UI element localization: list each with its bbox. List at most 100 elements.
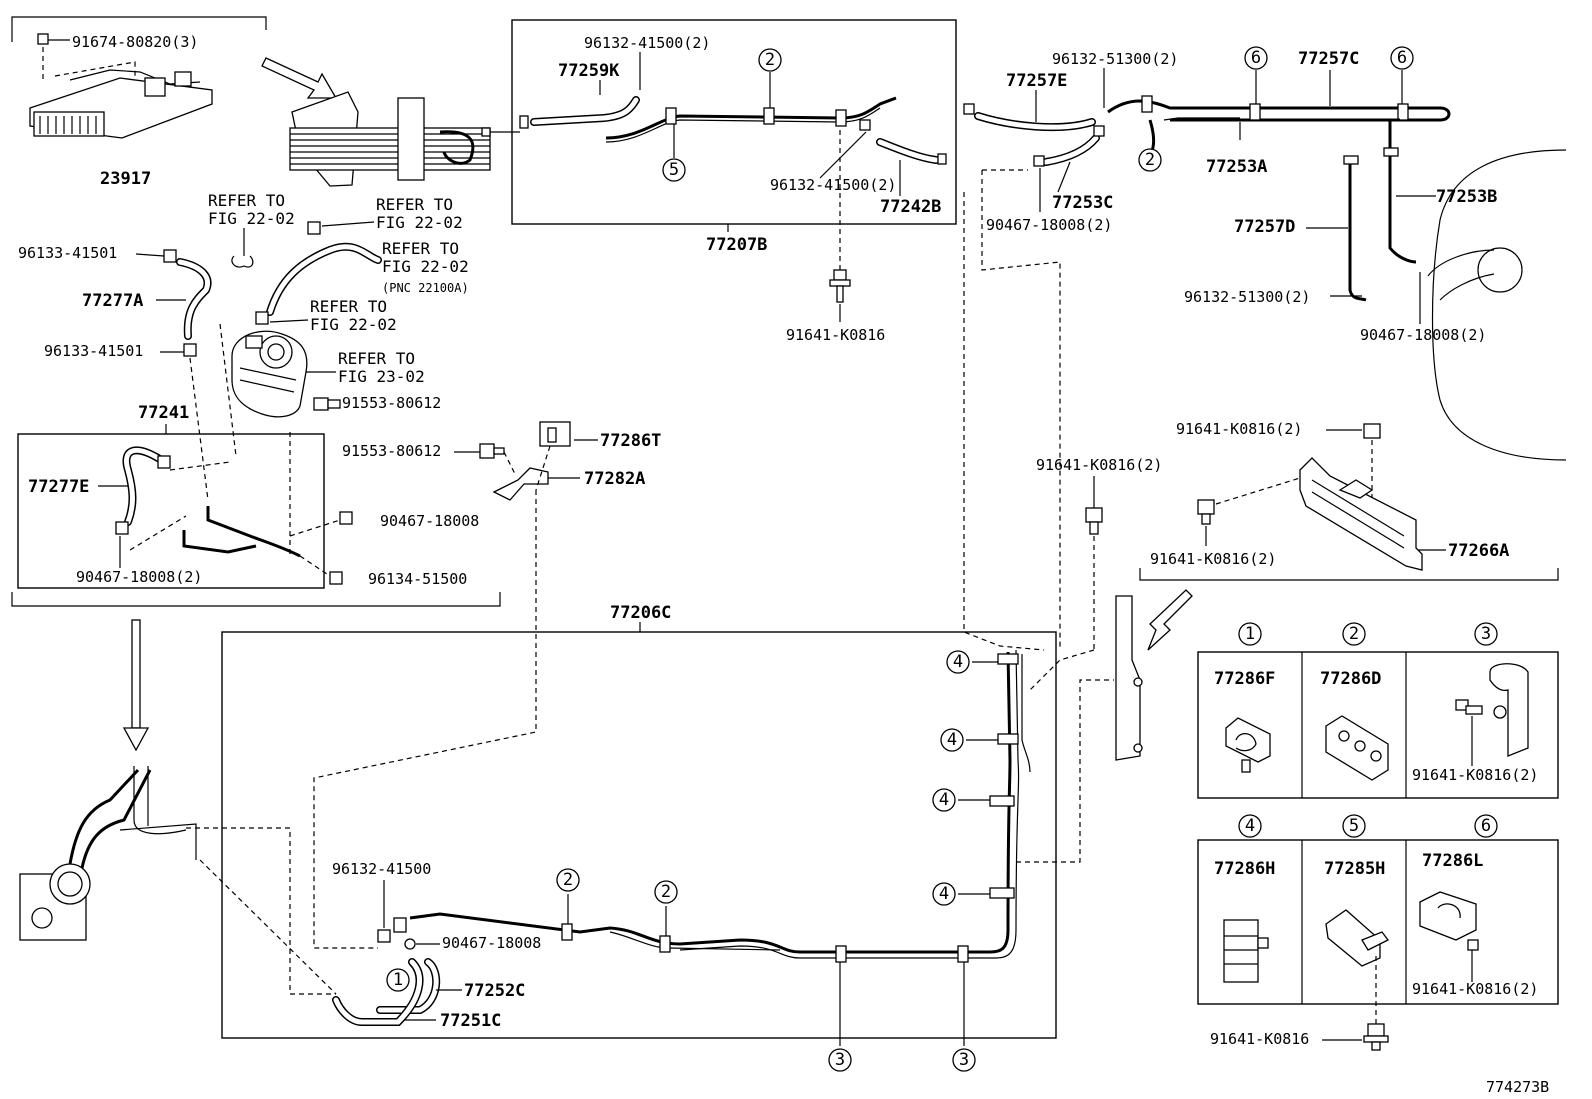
clip-icon (989, 887, 1015, 899)
part-label-91641-K0816-2-a: 91641-K0816(2) (1036, 456, 1162, 474)
legend-part-1: 77286F (1214, 669, 1275, 689)
refer-3-line2: FIG 22-02 (382, 257, 469, 276)
clip-icon (307, 221, 321, 235)
clip-icon (163, 249, 177, 263)
hose-icon (266, 242, 382, 316)
hose-icon (122, 446, 162, 526)
part-label-77206C: 77206C (610, 603, 671, 623)
part-label-77257D: 77257D (1234, 217, 1295, 237)
part-label-96132-51300-2-top: 96132-51300(2) (1052, 50, 1178, 68)
part-label-77257E: 77257E (1006, 71, 1067, 91)
hose-icon (332, 958, 441, 1026)
bolt-icon (37, 33, 70, 45)
callout-2: 2 (1145, 150, 1155, 170)
hose-icon (530, 96, 640, 126)
bolt-91641-center: 91641-K0816 (786, 130, 885, 344)
clip-icon (763, 107, 775, 125)
legend-num-2: 2 (1349, 624, 1359, 644)
refer-1-line2: FIG 22-02 (208, 209, 295, 228)
callout-6: 6 (1397, 48, 1407, 68)
part-label-90467-18008-2-right: 90467-18008(2) (1360, 326, 1486, 344)
group-77207B: 96132-41500(2) 77259K 96132-41500(2) 772… (511, 19, 957, 255)
clip-icon (1455, 663, 1529, 766)
clip-icon (665, 107, 677, 125)
legend-num-1: 1 (1245, 624, 1255, 644)
clip-icon (1223, 919, 1269, 983)
callout-6: 6 (1251, 48, 1261, 68)
bolt-icon (1363, 1023, 1389, 1051)
top-right-lines: 96132-51300(2) 77257E 77257C 77253A 7725… (963, 49, 1567, 650)
bracket-77266A-group: 91641-K0816(2) 91641-K0816(2) 91641-K081… (1036, 420, 1559, 650)
callout-4: 4 (947, 730, 957, 750)
clip-icon (997, 733, 1019, 745)
part-label-96133-41501-b: 96133-41501 (44, 342, 143, 360)
callout-4: 4 (939, 790, 949, 810)
bolt-icon (1085, 507, 1103, 535)
part-label-91641-K0816-mid: 91641-K0816 (786, 326, 885, 344)
refer-2-line1: REFER TO (376, 195, 453, 214)
refer-4-line2: FIG 22-02 (310, 315, 397, 334)
clip-legend: 1 2 3 4 5 6 77286F 77286D 91641-K0816(2)… (1197, 622, 1559, 1051)
callout-4: 4 (953, 652, 963, 672)
part-label-77241: 77241 (138, 403, 189, 423)
part-label-96133-41501-a: 96133-41501 (18, 244, 117, 262)
group-77241: 77277E 90467-18008(2) 90467-18008 96134-… (11, 432, 501, 607)
part-label-77277A: 77277A (82, 291, 143, 311)
clip-icon (539, 421, 571, 447)
refer-3-line3: (PNC 22100A) (382, 281, 469, 295)
part-label-90467-18008-2-left: 90467-18008(2) (76, 568, 202, 586)
callout-3: 3 (835, 1050, 845, 1070)
part-label-77242B: 77242B (880, 197, 941, 217)
part-label-96132-41500-2-top: 96132-41500(2) (584, 34, 710, 52)
hose-icon (1042, 134, 1100, 166)
part-label-91553-80612-b: 91553-80612 (342, 442, 441, 460)
legend-part-4: 77286H (1214, 859, 1275, 879)
part-label-23917: 23917 (100, 169, 151, 189)
part-label-96132-41500-bottom: 96132-41500 (332, 860, 431, 878)
legend-extra-6: 91641-K0816(2) (1412, 980, 1538, 998)
clip-icon (1325, 909, 1389, 1024)
clip-icon (183, 343, 197, 357)
legend-extra-3: 91641-K0816(2) (1412, 766, 1538, 784)
part-label-77277E: 77277E (28, 477, 89, 497)
clip-icon (393, 917, 407, 933)
clip-icon (1397, 103, 1409, 121)
bolt-icon (1197, 499, 1215, 525)
refer-1-line1: REFER TO (208, 191, 285, 210)
refer-5-line2: FIG 23-02 (338, 367, 425, 386)
legend-num-6: 6 (1481, 816, 1491, 836)
part-label-77207B: 77207B (706, 235, 767, 255)
part-label-90467-18008-2-top: 90467-18008(2) (986, 216, 1112, 234)
callout-4: 4 (939, 884, 949, 904)
bolt-icon (829, 269, 851, 303)
legend-num-3: 3 (1481, 624, 1491, 644)
arrow-icon (1147, 589, 1193, 651)
refer-4-line1: REFER TO (310, 297, 387, 316)
callout-5: 5 (669, 160, 679, 180)
callout-group: 2 5 6 6 2 4 4 4 4 2 2 1 3 3 (386, 46, 1414, 1072)
callout-2: 2 (765, 50, 775, 70)
part-label-77282A: 77282A (584, 469, 645, 489)
part-label-77253B: 77253B (1436, 187, 1497, 207)
part-label-77286T: 77286T (600, 431, 661, 451)
clip-icon (659, 935, 671, 953)
hose-icon (876, 138, 940, 164)
part-label-77257C: 77257C (1298, 49, 1359, 69)
callout-1: 1 (393, 970, 403, 990)
arrow-icon (122, 619, 150, 752)
clip-icon (561, 923, 573, 941)
refer-5-line1: REFER TO (338, 349, 415, 368)
clip-icon (255, 311, 269, 325)
part-label-77253C: 77253C (1052, 193, 1113, 213)
part-label-91641-K0816-2-b: 91641-K0816(2) (1176, 420, 1302, 438)
group-77206C: 77206C 96132-41500 90467-18008 (221, 192, 1114, 1046)
clip-icon (957, 945, 969, 963)
clip-icon (997, 653, 1019, 665)
part-label-91674: 91674-80820(3) (72, 33, 198, 51)
bolt-icon (479, 443, 505, 459)
pump-group: REFER TO FIG 22-02 REFER TO FIG 22-02 RE… (18, 191, 469, 501)
legend-part-2: 77286D (1320, 669, 1381, 689)
part-label-91641-K0816-bottom: 91641-K0816 (1210, 1030, 1309, 1048)
bolt-icon (1363, 423, 1381, 439)
clip-icon (989, 795, 1015, 807)
